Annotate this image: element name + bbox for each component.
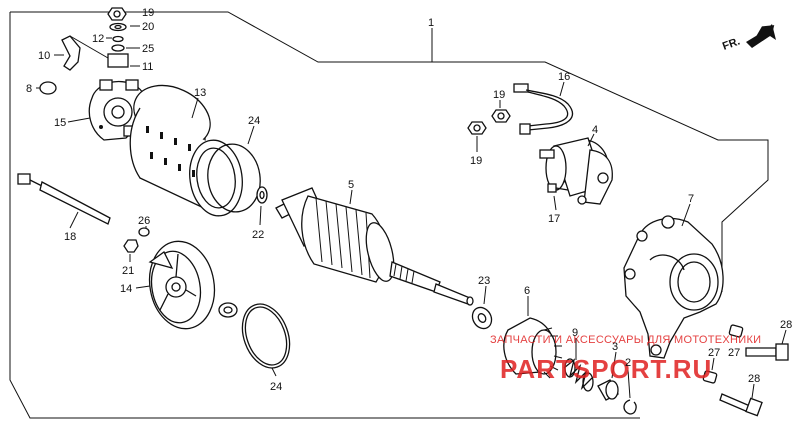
- starter-cable: [513, 83, 574, 135]
- brush-part: [36, 81, 57, 95]
- callout-2: 2: [625, 357, 631, 369]
- callout-21: 21: [122, 265, 134, 277]
- callout-19-right: 19: [493, 89, 505, 101]
- nut-19a: [491, 109, 511, 123]
- callout-15: 15: [54, 117, 66, 129]
- assembly-outline-left: [9, 12, 640, 419]
- callout-24-bottom: 24: [270, 381, 282, 393]
- hardware-stack: [61, 7, 129, 71]
- callout-3: 3: [612, 341, 618, 353]
- callout-26: 26: [138, 215, 150, 227]
- bolt-28b: [719, 393, 763, 417]
- callout-7: 7: [688, 193, 694, 205]
- front-arrow-icon: [746, 24, 776, 48]
- o-ring-loose: [241, 303, 291, 369]
- bolt-28a: [745, 343, 789, 361]
- callout-5: 5: [348, 179, 354, 191]
- dowel-pin-a: [728, 324, 744, 338]
- watermark-brand: PARTSPORT.RU: [500, 354, 712, 384]
- callout-17: 17: [548, 213, 560, 225]
- armature: [275, 187, 474, 306]
- motor-yoke: [129, 84, 243, 217]
- nut-19b: [467, 121, 487, 135]
- assembly-outline: [10, 11, 769, 292]
- bolt-17: [547, 183, 569, 193]
- callout-8: 8: [26, 83, 32, 95]
- callout-14: 14: [120, 283, 132, 295]
- pinion-gear: [503, 317, 563, 379]
- callout-16: 16: [558, 71, 570, 83]
- callout-9: 9: [572, 327, 578, 339]
- front-direction-label: FR.: [721, 35, 742, 52]
- callout-19-mid: 19: [470, 155, 482, 167]
- callout-13: 13: [194, 87, 206, 99]
- watermark: ЗАПЧАСТИ И АКСЕССУАРЫ ДЛЯ МОТОТЕХНИКИ PA…: [490, 334, 761, 384]
- watermark-subtitle: ЗАПЧАСТИ И АКСЕССУАРЫ ДЛЯ МОТОТЕХНИКИ: [490, 334, 761, 346]
- callout-20: 20: [142, 21, 154, 33]
- return-spring: [563, 358, 594, 392]
- callout-19-top: 19: [142, 7, 154, 19]
- through-bolt: [17, 173, 111, 225]
- callout-11: 11: [142, 61, 153, 73]
- callout-labels: 1 2 3 4 5 6 7 8 9 10 11 12 13 14 15 16 1…: [26, 7, 792, 393]
- dowel-pin-b: [702, 370, 718, 384]
- washer-22: [256, 186, 268, 204]
- front-bracket: [623, 215, 724, 359]
- rear-cover: [148, 240, 216, 330]
- callout-28-lower: 28: [748, 373, 760, 385]
- callout-27-upper: 27: [728, 347, 740, 359]
- stop-collar: [597, 379, 619, 401]
- o-ring-yoke: [207, 143, 261, 213]
- solenoid: [539, 137, 613, 205]
- callout-4: 4: [592, 124, 598, 136]
- callout-18: 18: [64, 231, 76, 243]
- callout-24-top: 24: [248, 115, 260, 127]
- circlip: [623, 399, 637, 415]
- callout-10: 10: [38, 50, 50, 62]
- bearing: [218, 302, 238, 318]
- callout-1: 1: [428, 17, 434, 29]
- callout-28-upper: 28: [780, 319, 792, 331]
- nut-washer-21-26: [123, 227, 150, 253]
- callout-12: 12: [92, 33, 104, 45]
- washer-23: [471, 306, 493, 330]
- callout-22: 22: [252, 229, 264, 241]
- callout-23: 23: [478, 275, 490, 287]
- callout-27-lower: 27: [708, 347, 720, 359]
- callout-6: 6: [524, 285, 530, 297]
- callout-25: 25: [142, 43, 154, 55]
